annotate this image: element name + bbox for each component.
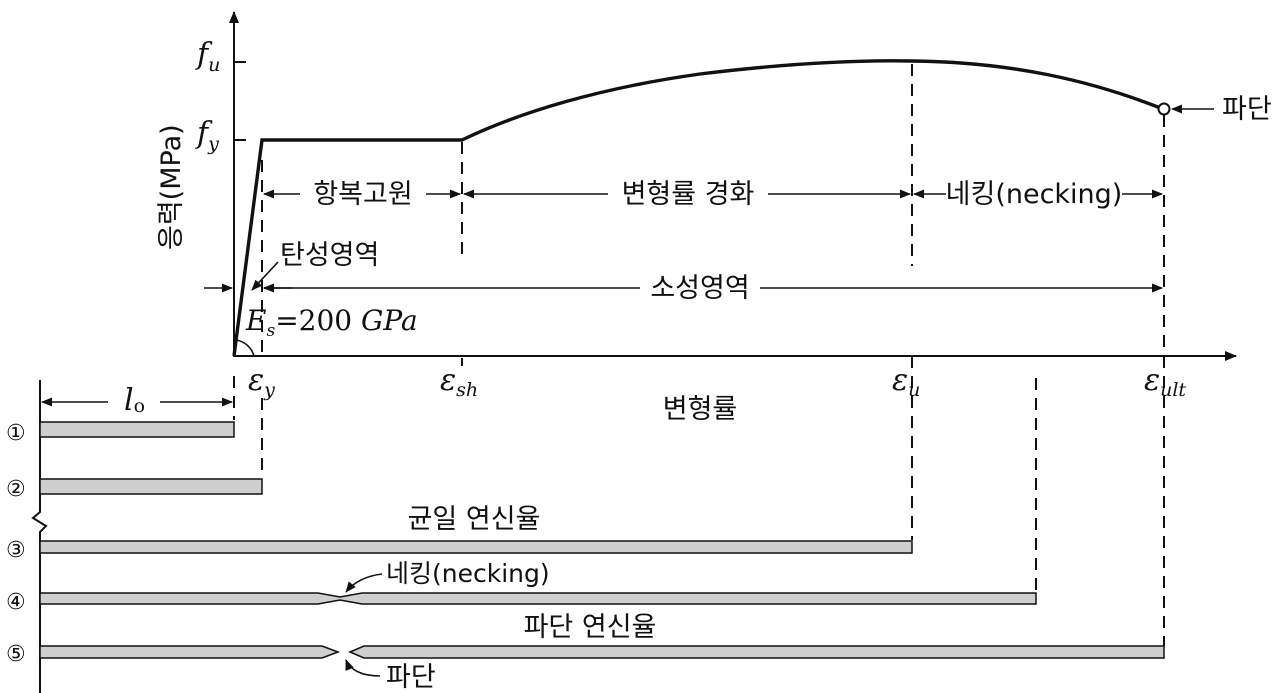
modulus-label: Es=200 GPa	[245, 304, 418, 341]
specimen-5-left-piece	[39, 645, 341, 659]
plastic-region-label: 소성영역	[650, 273, 749, 304]
strain-hardening-label: 변형률 경화	[622, 179, 755, 210]
uniform-elongation-label: 균일 연신율	[408, 504, 541, 535]
fu-label: fu	[195, 37, 220, 76]
lo-label: lo	[124, 383, 145, 418]
specimen-4-bar	[39, 592, 1037, 605]
ey-label: εy	[248, 363, 275, 401]
fracture-point	[1157, 102, 1171, 116]
specimen-5-right-piece	[348, 645, 1165, 659]
specimen-number-1: ①	[6, 421, 26, 446]
stress-strain-curve	[232, 59, 1164, 357]
fy-label: fy	[195, 116, 219, 155]
specimen-number-5: ⑤	[6, 642, 26, 667]
specimen-number-3: ③	[6, 538, 26, 563]
specimen-2-bar	[39, 478, 263, 495]
specimen-necking-pointer	[345, 573, 383, 593]
specimen-number-2: ②	[6, 477, 26, 502]
specimen-necking-label: 네킹(necking)	[386, 559, 550, 588]
fracture-label: 파단	[1222, 94, 1272, 125]
fracture-elongation-label: 파단 연신율	[524, 612, 657, 643]
specimen-number-4: ④	[6, 590, 26, 615]
modulus-angle-arc	[235, 339, 255, 357]
necking-region-label: 네킹(necking)	[946, 179, 1123, 210]
specimen-fracture-pointer	[345, 659, 381, 677]
y-axis-title: 응력(MPa)	[156, 124, 187, 250]
specimen-fracture-label: 파단	[386, 662, 436, 693]
specimen-3-bar	[39, 540, 913, 554]
yield-plateau-label: 항복고원	[313, 179, 412, 210]
elastic-region-pointer	[251, 261, 279, 291]
eult-label: εult	[1144, 363, 1186, 401]
x-axis-title: 변형률	[663, 394, 738, 425]
esh-label: εsh	[440, 363, 478, 401]
specimen-1-bar	[39, 421, 235, 438]
elastic-region-label: 탄성영역	[280, 240, 379, 271]
eu-label: εu	[892, 363, 920, 401]
